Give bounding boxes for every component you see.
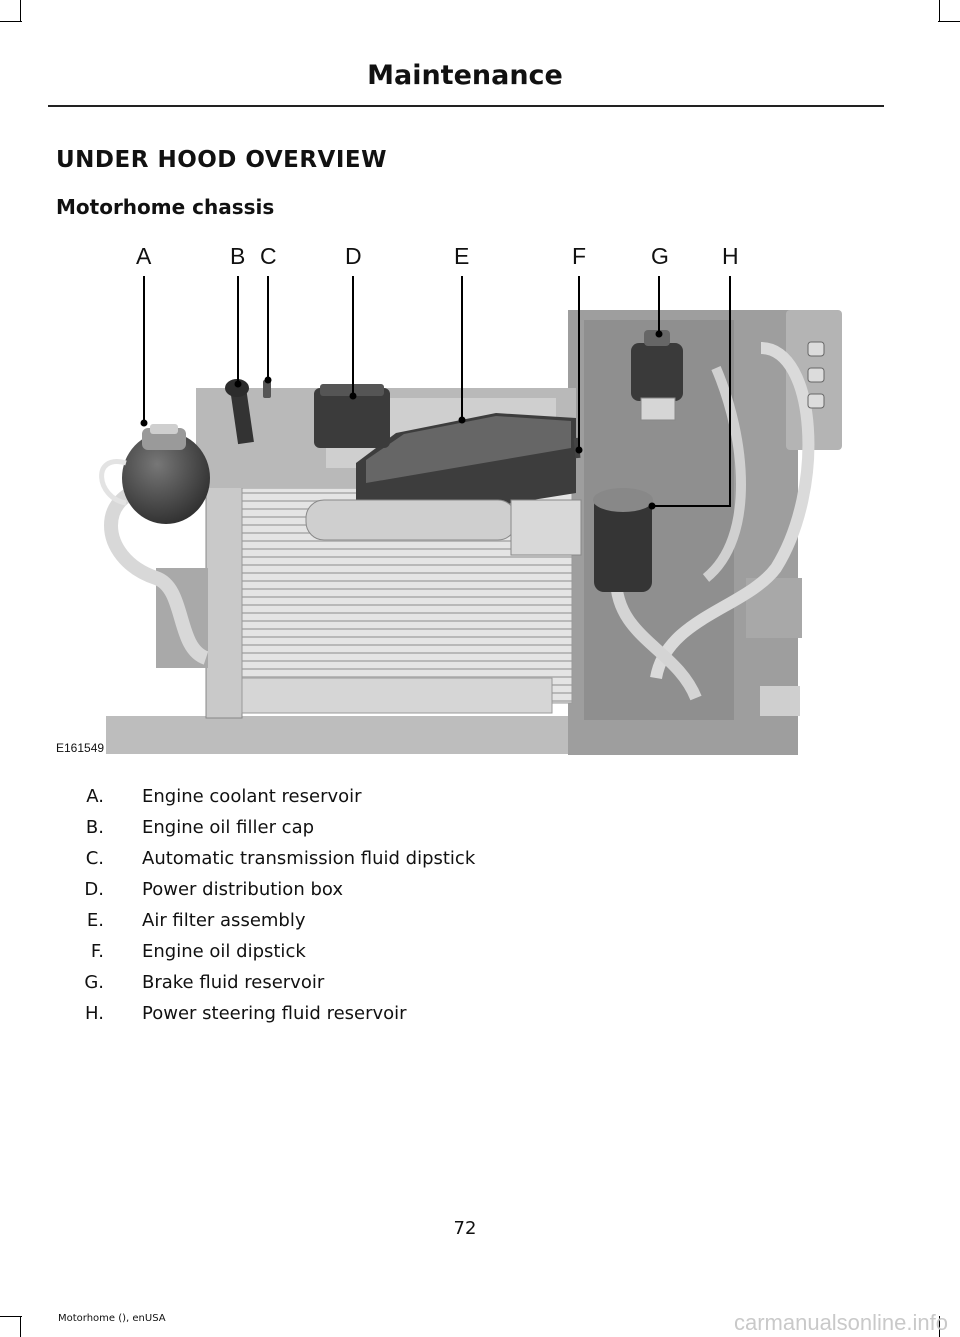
legend-letter: B. <box>85 817 104 838</box>
legend-item: H. Power steering fluid reservoir <box>56 1003 756 1034</box>
callout-b: B <box>230 243 245 269</box>
callout-g: G <box>651 243 669 269</box>
transmission-dipstick-handle <box>263 380 271 398</box>
coolant-reservoir <box>122 432 210 524</box>
brake-master-cylinder <box>640 397 676 421</box>
radiator-frame <box>205 467 243 719</box>
legend-item: B. Engine oil filler cap <box>56 817 756 848</box>
crop-mark <box>938 21 960 22</box>
callout-f: F <box>572 243 586 269</box>
legend-letter: C. <box>85 848 104 869</box>
coolant-cap-top <box>150 424 178 434</box>
section-subtitle: Motorhome chassis <box>56 195 275 219</box>
section-title: UNDER HOOD OVERVIEW <box>56 147 387 173</box>
power-steering-reservoir <box>594 496 652 592</box>
oil-filler-neck <box>230 386 254 445</box>
oil-filler-cap <box>225 379 249 397</box>
page-header-title: Maintenance <box>367 60 563 91</box>
legend-letter: A. <box>86 786 104 807</box>
callout-a: A <box>136 243 152 269</box>
cable <box>702 366 746 582</box>
legend-text: Engine coolant reservoir <box>142 786 362 807</box>
callout-e: E <box>454 243 469 269</box>
air-filter-lid <box>366 416 571 483</box>
callout-leaders <box>143 276 731 507</box>
coolant-line <box>99 459 127 506</box>
legend-letter: E. <box>86 910 104 931</box>
crop-mark <box>939 0 940 22</box>
legend-item: A. Engine coolant reservoir <box>56 786 756 817</box>
legend-letter: F. <box>90 941 104 962</box>
callout-dots <box>140 330 663 510</box>
figure-id: E161549 <box>56 741 104 755</box>
legend-text: Power steering fluid reservoir <box>142 1003 407 1024</box>
legend-letter: H. <box>85 1003 104 1024</box>
page-number: 72 <box>453 1218 477 1239</box>
callout-d: D <box>345 243 362 269</box>
legend-item: D. Power distribution box <box>56 879 756 910</box>
crop-mark <box>0 21 22 22</box>
power-steering-cap <box>593 488 653 512</box>
cable <box>650 342 815 680</box>
legend-text: Brake fluid reservoir <box>142 972 325 993</box>
legend-text: Engine oil filler cap <box>142 817 315 838</box>
callout-c: C <box>260 243 277 269</box>
callout-h: H <box>722 243 739 269</box>
legend-list: A. Engine coolant reservoir B. Engine oi… <box>56 786 756 1034</box>
watermark: carmanualsonline.info <box>733 1310 948 1335</box>
intake-box <box>510 499 582 556</box>
legend-text: Automatic transmission fluid dipstick <box>142 848 476 869</box>
floor-block <box>760 686 800 716</box>
brake-reservoir <box>631 343 683 401</box>
legend-text: Power distribution box <box>142 879 343 900</box>
engine-bay-illustration: A B C D E F G H E161549 <box>56 238 906 758</box>
connector <box>807 367 825 383</box>
footer-text: Motorhome (), enUSA <box>58 1313 166 1324</box>
power-distribution-box <box>314 388 390 448</box>
engine-bay-svg: A B C D E F G H E161549 <box>56 243 842 755</box>
legend-text: Engine oil dipstick <box>142 941 306 962</box>
crop-mark <box>20 0 21 22</box>
legend-letter: D. <box>84 879 104 900</box>
legend-item: F. Engine oil dipstick <box>56 941 756 972</box>
legend-letter: G. <box>84 972 104 993</box>
radiator-bottom <box>241 677 553 714</box>
crop-mark <box>20 1316 21 1337</box>
crop-mark <box>0 1316 22 1317</box>
connector <box>807 393 825 409</box>
brake-reservoir-cap <box>644 330 670 346</box>
legend-item: C. Automatic transmission fluid dipstick <box>56 848 756 879</box>
legend-text: Air filter assembly <box>142 910 306 931</box>
legend-item: G. Brake fluid reservoir <box>56 972 756 1003</box>
header-divider <box>48 105 884 107</box>
air-intake-tube <box>305 499 517 541</box>
legend-item: E. Air filter assembly <box>56 910 756 941</box>
steering-hose <box>610 577 702 701</box>
connector <box>807 341 825 357</box>
crop-mark <box>939 1316 940 1337</box>
